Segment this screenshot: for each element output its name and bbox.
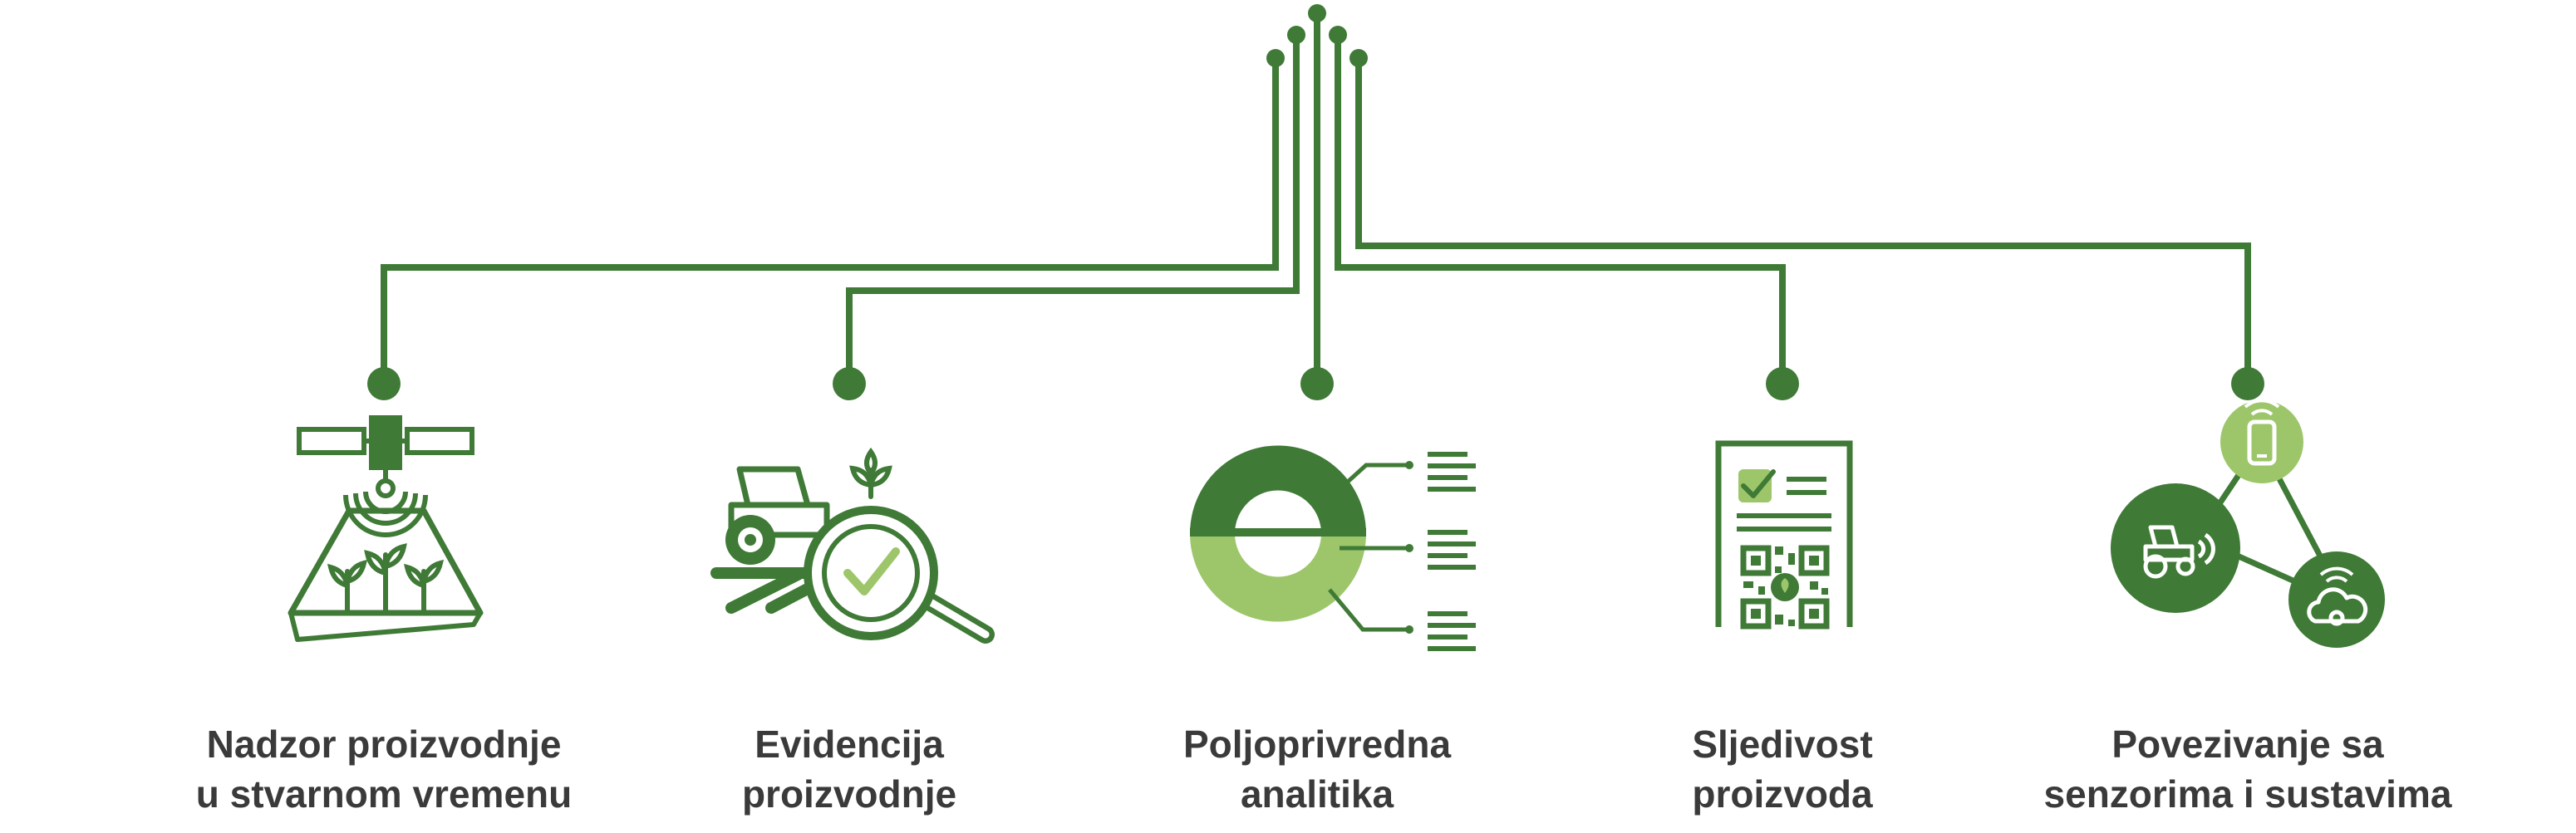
end-node bbox=[1300, 367, 1334, 400]
label-line: Sljedivost bbox=[1692, 723, 1873, 766]
label-product-traceability: Sljedivost proizvoda bbox=[1550, 719, 2015, 819]
sensor-network-icon bbox=[2111, 399, 2385, 648]
label-sensor-connectivity: Povezivanje sa senzorima i sustavima bbox=[2015, 719, 2480, 819]
top-node bbox=[1308, 4, 1326, 22]
top-node bbox=[1329, 26, 1347, 44]
connector-monitoring bbox=[381, 58, 1279, 384]
connector-connectivity bbox=[1355, 58, 2251, 384]
label-line: proizvodnje bbox=[741, 772, 957, 816]
qr-document-icon bbox=[1715, 440, 1853, 630]
end-node bbox=[2231, 367, 2264, 400]
label-line: Povezivanje sa bbox=[2111, 723, 2384, 766]
label-line: Nadzor proizvodnje bbox=[206, 723, 562, 766]
label-agricultural-analytics: Poljoprivredna analitika bbox=[1084, 719, 1550, 819]
top-node bbox=[1287, 26, 1305, 44]
label-line: Poljoprivredna bbox=[1182, 723, 1452, 766]
top-node bbox=[1266, 49, 1285, 67]
donut-chart-icon bbox=[1190, 445, 1476, 651]
label-line: senzorima i sustavima bbox=[2043, 772, 2452, 816]
satellite-field-icon bbox=[288, 415, 484, 642]
connector-nodes bbox=[367, 4, 2264, 400]
tractor-magnifier-check-icon bbox=[710, 447, 995, 644]
top-node bbox=[1349, 49, 1368, 67]
end-node bbox=[833, 367, 866, 400]
connector-records bbox=[846, 35, 1300, 384]
label-production-monitoring: Nadzor proizvodnje u stvarnom vremenu bbox=[151, 719, 617, 819]
end-node bbox=[367, 367, 401, 400]
label-line: u stvarnom vremenu bbox=[195, 772, 573, 816]
label-line: Evidencija bbox=[755, 723, 944, 766]
label-line: analitika bbox=[1240, 772, 1394, 816]
connector-tree bbox=[381, 13, 2251, 384]
end-node bbox=[1766, 367, 1799, 400]
connector-traceability bbox=[1335, 35, 1786, 384]
label-line: proizvoda bbox=[1692, 772, 1873, 816]
label-production-records: Evidencija proizvodnje bbox=[617, 719, 1082, 819]
